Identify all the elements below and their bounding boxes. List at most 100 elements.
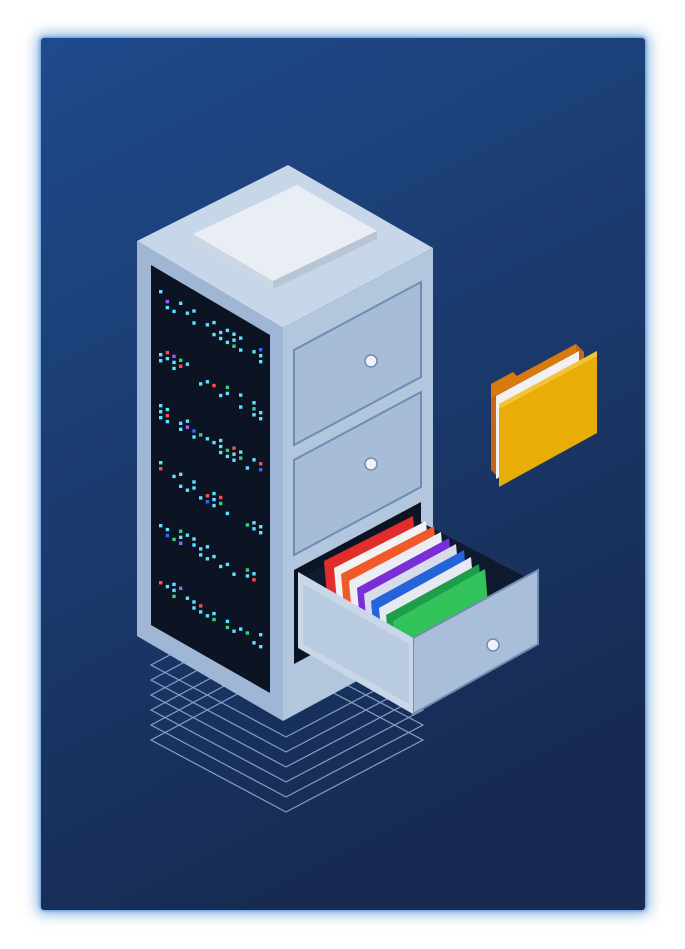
led-dot (219, 336, 223, 341)
led-dot (165, 356, 170, 361)
led-dot (239, 450, 243, 454)
led-dot (232, 344, 236, 348)
led-dot (179, 529, 183, 533)
led-dot (252, 527, 256, 531)
led-dot (165, 407, 170, 412)
led-dot (225, 328, 230, 333)
led-dot (172, 537, 176, 542)
led-dot (199, 547, 203, 551)
led-dot (165, 305, 170, 310)
led-dot (239, 627, 243, 631)
led-dot (212, 383, 216, 388)
led-dot (232, 338, 236, 342)
led-dot (259, 354, 263, 358)
led-dot (259, 417, 263, 421)
led-dot (239, 348, 243, 352)
rack-led-lights (159, 290, 263, 649)
led-dot (232, 572, 236, 576)
led-dot (179, 358, 183, 362)
led-dot (259, 531, 263, 535)
led-dot (225, 562, 230, 567)
led-dot (192, 309, 196, 313)
led-dot (165, 584, 170, 589)
led-dot (232, 446, 236, 450)
led-dot (212, 617, 216, 622)
led-dot (205, 494, 210, 498)
led-dot (245, 466, 250, 470)
led-dot (165, 533, 170, 538)
led-dot (159, 359, 163, 363)
led-dot (219, 495, 223, 500)
led-dot (179, 484, 183, 488)
led-dot (199, 433, 203, 437)
led-dot (225, 340, 230, 345)
led-dot (159, 461, 163, 465)
led-dot (192, 435, 196, 439)
led-dot (172, 582, 176, 587)
led-dot (219, 330, 223, 335)
led-dot (165, 419, 170, 424)
led-dot (245, 574, 250, 578)
led-dot (212, 491, 216, 496)
led-dot (259, 411, 263, 415)
led-dot (172, 474, 176, 479)
led-dot (179, 427, 183, 431)
led-dot (252, 458, 256, 462)
led-dot (192, 537, 196, 541)
led-dot (245, 631, 250, 635)
led-dot (212, 440, 216, 445)
led-dot (225, 511, 230, 516)
led-dot (239, 456, 243, 460)
led-dot (199, 604, 203, 608)
folder-icon (491, 344, 597, 487)
led-dot (225, 619, 230, 624)
led-dot (225, 385, 230, 390)
led-dot (219, 450, 223, 455)
led-dot (259, 633, 263, 637)
led-dot (252, 413, 256, 417)
led-dot (172, 366, 176, 371)
led-dot (172, 354, 176, 359)
led-dot (252, 572, 256, 576)
led-dot (239, 393, 243, 397)
led-dot (252, 407, 256, 411)
led-dot (239, 405, 243, 409)
led-dot (205, 545, 210, 549)
led-dot (212, 332, 216, 337)
led-dot (212, 503, 216, 508)
led-dot (192, 480, 196, 484)
led-dot (212, 554, 216, 559)
led-dot (192, 543, 196, 547)
illustration-card (41, 38, 645, 910)
led-dot (172, 588, 176, 593)
led-dot (199, 610, 203, 614)
led-dot (185, 596, 190, 600)
led-dot (212, 611, 216, 616)
led-dot (159, 467, 163, 471)
led-dot (232, 629, 236, 633)
led-dot (159, 353, 163, 357)
led-dot (259, 645, 263, 649)
led-dot (185, 419, 190, 423)
led-dot (185, 533, 190, 537)
led-dot (219, 564, 223, 569)
led-dot (232, 332, 236, 336)
led-dot (172, 594, 176, 599)
led-dot (245, 568, 250, 572)
led-dot (199, 553, 203, 557)
led-dot (159, 581, 163, 585)
led-dot (205, 323, 210, 327)
led-dot (259, 360, 263, 364)
led-dot (252, 578, 256, 582)
led-dot (159, 524, 163, 528)
led-dot (185, 311, 190, 315)
led-dot (179, 301, 183, 305)
led-dot (179, 472, 183, 476)
led-dot (192, 321, 196, 325)
led-dot (225, 625, 230, 630)
led-dot (219, 438, 223, 443)
led-dot (219, 444, 223, 449)
led-dot (259, 525, 263, 529)
led-dot (159, 410, 163, 414)
